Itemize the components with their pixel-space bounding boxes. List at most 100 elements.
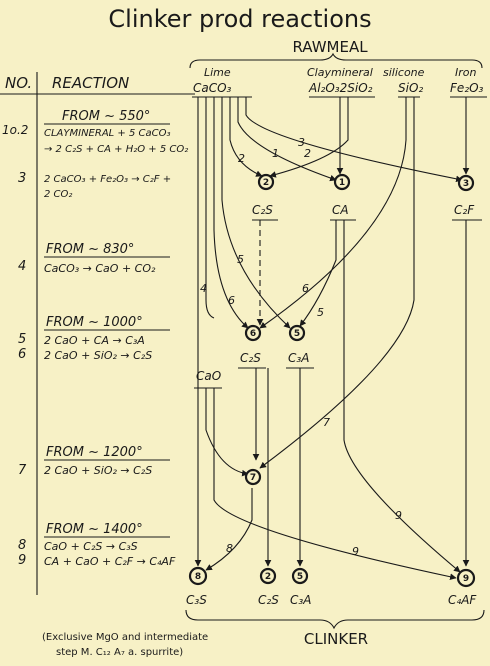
path-label-1: 1	[272, 147, 279, 160]
reaction-no-6: 6	[18, 347, 26, 362]
rawmeal-brace	[189, 52, 483, 69]
reaction-no-4: 4	[18, 259, 26, 274]
reaction-4-line-1: CaCO₃ → CaO + CO₂	[44, 262, 156, 275]
stage-1000: FROM ~ 1000°	[46, 315, 143, 330]
raw-silicone-formula: SiO₂	[398, 81, 423, 95]
clinker-c3a: C₃A	[290, 593, 311, 607]
reaction-no-3: 3	[18, 171, 26, 186]
node-2-top: 2	[257, 173, 275, 191]
reaction-8-line-1: CaO + C₂S → C₃S	[44, 540, 138, 553]
header-no: NO.	[5, 74, 32, 92]
raw-clay-name: Claymineral	[307, 66, 373, 79]
path-label-5-ca: 5	[317, 306, 324, 319]
svg-text:7: 7	[250, 473, 256, 483]
svg-text:6: 6	[250, 329, 256, 339]
rawmeal-label: RAWMEAL	[292, 38, 368, 56]
stage-550: FROM ~ 550°	[62, 109, 150, 124]
path-label-6-silicone: 6	[302, 282, 309, 295]
node-1: 1	[333, 173, 351, 191]
reaction-nodes: 2 1 3 6 5 7 8 2 5 9	[188, 173, 476, 588]
path-labels: 2 1 2 3 5 6 6 5 4 7 9 8 9	[200, 136, 402, 558]
path-lime-1	[237, 97, 337, 182]
footnote-line-2: step M. C₁₂ A₇ a. spurrite)	[56, 647, 183, 658]
svg-text:5: 5	[297, 572, 303, 582]
intermediate-c2f: C₂F	[454, 203, 475, 217]
clinker-label: CLINKER	[304, 630, 368, 648]
clinker-c2s: C₂S	[258, 593, 279, 607]
raw-lime-formula: CaCO₃	[193, 81, 232, 95]
node-8: 8	[188, 566, 208, 586]
path-7-8	[205, 488, 253, 571]
svg-text:2: 2	[265, 572, 271, 582]
path-clay-2	[269, 97, 349, 178]
svg-text:1: 1	[339, 178, 345, 188]
reaction-5-line-1: 2 CaO + CA → C₃A	[44, 334, 145, 347]
node-9: 9	[456, 568, 476, 588]
clinker-c4af: C₄AF	[448, 593, 477, 607]
clinker-c3s: C₃S	[186, 593, 207, 607]
reaction-7-line-1: 2 CaO + SiO₂ → C₂S	[44, 464, 152, 477]
path-label-7: 7	[323, 416, 330, 429]
path-lime-4-b	[205, 97, 215, 319]
intermediate-cao: CaO	[196, 369, 221, 383]
reaction-no-1-2: 1o.2	[2, 123, 28, 137]
path-cao-9	[213, 388, 457, 580]
reaction-1-line-1: CLAYMINERAL + 5 CaCO₃	[44, 128, 171, 139]
node-5-mid: 5	[288, 324, 306, 342]
raw-lime-name: Lime	[204, 66, 231, 79]
diagram-title: Clinker prod reactions	[108, 5, 371, 33]
path-silicone-7	[259, 97, 415, 469]
raw-silicone-name: silicone	[383, 66, 425, 79]
path-cao-7	[205, 388, 249, 477]
node-6: 6	[244, 324, 262, 342]
node-2-bottom: 2	[259, 567, 277, 585]
path-lime-6	[213, 97, 249, 329]
node-3: 3	[457, 174, 475, 192]
path-lime-3	[245, 97, 463, 183]
intermediate-c3a: C₃A	[288, 351, 309, 365]
footnote-line-1: (Exclusive MgO and intermediate	[42, 632, 208, 643]
path-ca-9	[343, 220, 461, 573]
path-label-9-cao: 9	[352, 545, 359, 558]
reaction-no-9: 9	[18, 553, 26, 568]
raw-iron-name: Iron	[455, 66, 476, 79]
svg-text:3: 3	[463, 179, 469, 189]
intermediate-c2s-top: C₂S	[252, 203, 273, 217]
path-label-3: 3	[298, 136, 305, 149]
path-label-6-lime: 6	[228, 294, 235, 307]
reaction-9-line-1: CA + CaO + C₂F → C₄AF	[44, 555, 176, 568]
intermediate-ca: CA	[332, 203, 349, 217]
path-label-4: 4	[200, 282, 207, 295]
raw-clay-formula: Al₂O₃2SiO₂	[308, 81, 373, 95]
node-7: 7	[244, 468, 262, 486]
reaction-3-line-2: 2 CO₂	[44, 189, 72, 200]
path-silicone-6	[259, 97, 407, 329]
reaction-paths	[194, 97, 470, 580]
clinker-brace	[185, 609, 485, 630]
reaction-1-line-2: → 2 C₂S + CA + H₂O + 5 CO₂	[44, 144, 188, 155]
svg-text:9: 9	[463, 574, 469, 584]
node-5-bottom: 5	[291, 567, 309, 585]
reaction-no-7: 7	[18, 463, 27, 478]
path-label-5-lime: 5	[237, 253, 244, 266]
path-lime-2	[229, 97, 263, 177]
path-lime-5	[221, 97, 291, 329]
stage-1200: FROM ~ 1200°	[46, 445, 143, 460]
header-reaction: REACTION	[52, 74, 129, 92]
path-label-9-ca: 9	[395, 509, 402, 522]
reaction-no-5: 5	[18, 332, 26, 347]
reaction-no-8: 8	[18, 538, 26, 553]
path-ca-5	[299, 220, 337, 327]
stage-1400: FROM ~ 1400°	[46, 522, 143, 537]
path-label-2-clay: 2	[304, 147, 311, 160]
svg-text:5: 5	[294, 329, 300, 339]
reaction-3-line-1: 2 CaCO₃ + Fe₂O₃ → C₂F +	[44, 174, 171, 185]
raw-iron-formula: Fe₂O₃	[450, 81, 484, 95]
reaction-6-line-1: 2 CaO + SiO₂ → C₂S	[44, 349, 152, 362]
path-label-8: 8	[226, 542, 233, 555]
svg-text:8: 8	[195, 572, 201, 582]
stage-830: FROM ~ 830°	[46, 242, 134, 257]
svg-text:2: 2	[263, 178, 269, 188]
path-label-2-lime: 2	[238, 152, 245, 165]
